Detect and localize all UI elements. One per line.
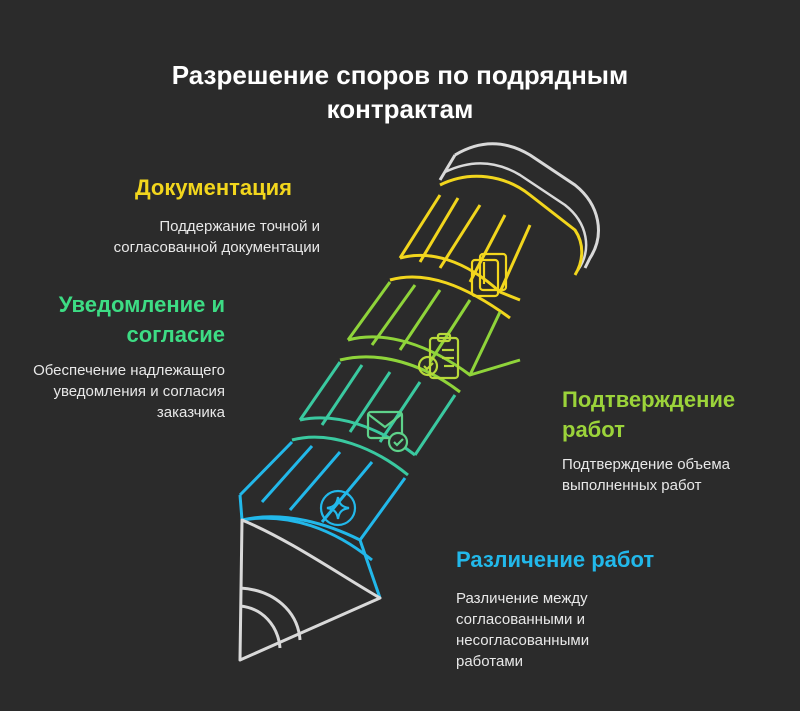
page-title: Разрешение споров по подрядным контракта… <box>171 60 629 124</box>
pencil-segment-distinction <box>238 440 407 599</box>
heading-confirmation: Подтверждение работ <box>562 387 736 442</box>
heading-documentation: Документация <box>134 175 292 200</box>
desc-distinction: Различение между согласованными и несогл… <box>456 590 590 670</box>
pencil-eraser-outline <box>438 142 600 269</box>
heading-distinction: Различение работ <box>456 547 655 572</box>
desc-confirmation: Подтверждение объема выполненных работ <box>562 456 731 494</box>
clipboard-check-icon <box>417 332 460 380</box>
sparkle-target-icon <box>319 489 357 527</box>
pencil-eraser-inner <box>444 162 588 271</box>
heading-notification: Уведомление и согласие <box>58 292 225 347</box>
pencil-segment-notification <box>339 281 521 394</box>
desc-notification: Обеспечение надлежащего уведомления и со… <box>33 362 225 421</box>
desc-documentation: Поддержание точной и согласованной докум… <box>113 218 320 256</box>
document-stack-icon <box>470 252 508 298</box>
pencil-tip <box>238 518 382 662</box>
mail-check-icon <box>366 410 409 453</box>
